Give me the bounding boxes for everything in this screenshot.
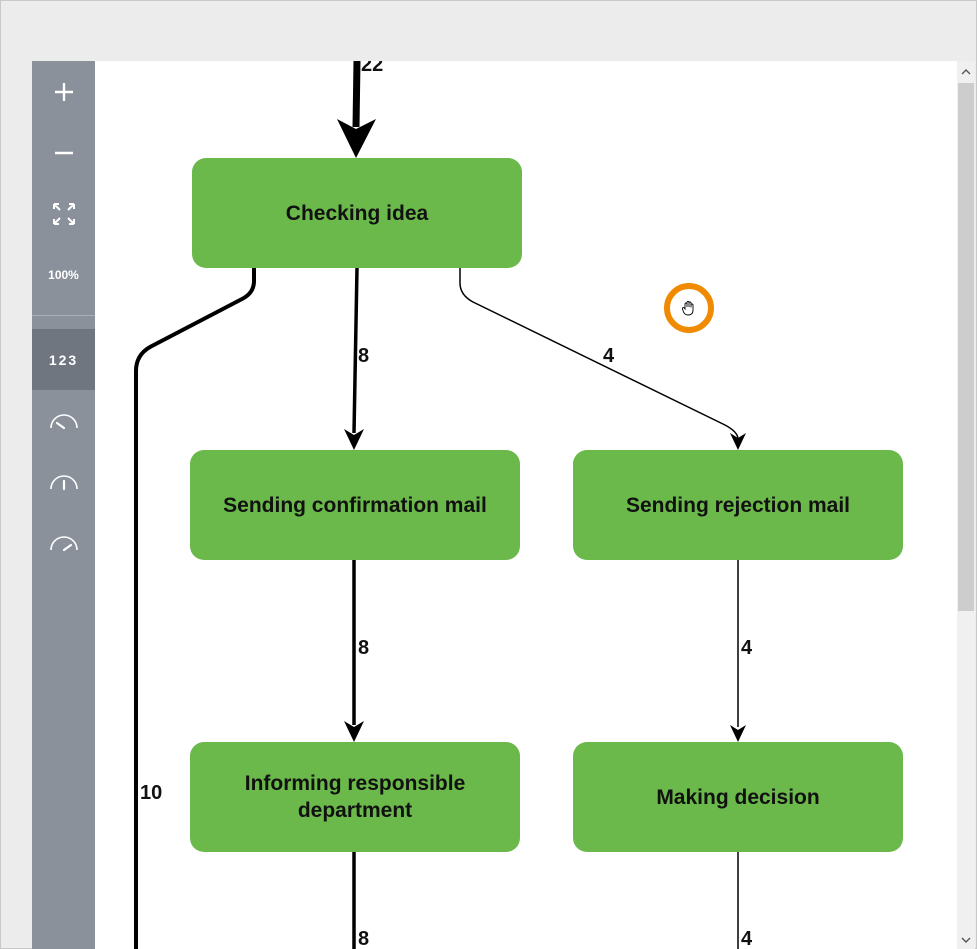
node-label: Making decision: [656, 785, 820, 809]
zoom-in-button[interactable]: [32, 61, 95, 122]
speed-slow-button[interactable]: [32, 390, 95, 451]
gauge-medium-icon: [49, 474, 78, 490]
plus-icon: [54, 82, 73, 101]
node-label: Sending confirmation mail: [223, 493, 487, 517]
node-label: Checking idea: [285, 201, 429, 225]
edge-checking-bypass: [134, 268, 256, 949]
gauge-slow-icon: [49, 413, 78, 429]
minus-icon: [54, 151, 73, 154]
edge-label-rejection-to-decision: 4: [741, 637, 753, 659]
edge-checking-to-confirmation-arrowhead: [344, 429, 364, 450]
edge-label-decision-out: 4: [741, 928, 753, 949]
hand-grab-icon: [681, 301, 694, 316]
edge-label-incoming: 22: [361, 61, 384, 76]
expand-arrows-icon: [52, 202, 75, 225]
scroll-up-button[interactable]: [957, 62, 975, 80]
node-label: Sending rejection mail: [625, 493, 851, 517]
edge-checking-to-confirmation: [352, 267, 359, 434]
edge-label-informing-out: 8: [358, 928, 370, 949]
speed-medium-button[interactable]: [32, 451, 95, 512]
show-numbers-toggle[interactable]: 123: [32, 329, 95, 390]
process-map-canvas[interactable]: Checking idea Sending confirmation mail …: [95, 61, 957, 949]
scroll-down-button[interactable]: [957, 931, 975, 949]
node-making-decision[interactable]: Making decision: [573, 742, 903, 852]
node-label: Informing responsible department: [244, 772, 466, 822]
vertical-scrollbar[interactable]: [957, 61, 975, 949]
scrollbar-thumb[interactable]: [958, 83, 974, 611]
edge-incoming-arrowhead: [337, 119, 376, 158]
edges-layer: [134, 61, 746, 949]
node-sending-confirmation-mail[interactable]: Sending confirmation mail: [190, 450, 520, 560]
node-checking-idea[interactable]: Checking idea: [192, 158, 522, 268]
gauge-fast-icon: [49, 535, 78, 551]
edge-label-checking-bypass: 10: [140, 782, 163, 804]
edge-label-confirmation-to-informing: 8: [358, 637, 370, 659]
chevron-up-icon: [961, 68, 971, 74]
cursor-highlight: [664, 283, 714, 333]
node-informing-responsible-department[interactable]: Informing responsible department: [190, 742, 520, 852]
chevron-down-icon: [961, 937, 971, 943]
zoom-level-label: 100%: [48, 267, 79, 282]
edge-incoming: [352, 61, 361, 128]
toolbar-divider: [32, 315, 95, 316]
show-numbers-label: 123: [48, 351, 79, 368]
toolbar: 100% 123: [32, 61, 95, 949]
edge-checking-to-rejection-arrowhead: [730, 433, 746, 450]
node-sending-rejection-mail[interactable]: Sending rejection mail: [573, 450, 903, 560]
zoom-level-button[interactable]: 100%: [32, 244, 95, 305]
edge-rejection-to-decision-arrowhead: [730, 725, 746, 742]
edge-confirmation-to-informing-arrowhead: [344, 721, 364, 742]
zoom-out-button[interactable]: [32, 122, 95, 183]
fit-to-screen-button[interactable]: [32, 183, 95, 244]
edge-label-checking-to-confirmation: 8: [358, 345, 370, 367]
edge-checking-to-rejection: [459, 268, 739, 440]
edge-label-checking-to-rejection: 4: [603, 345, 615, 367]
speed-fast-button[interactable]: [32, 512, 95, 573]
